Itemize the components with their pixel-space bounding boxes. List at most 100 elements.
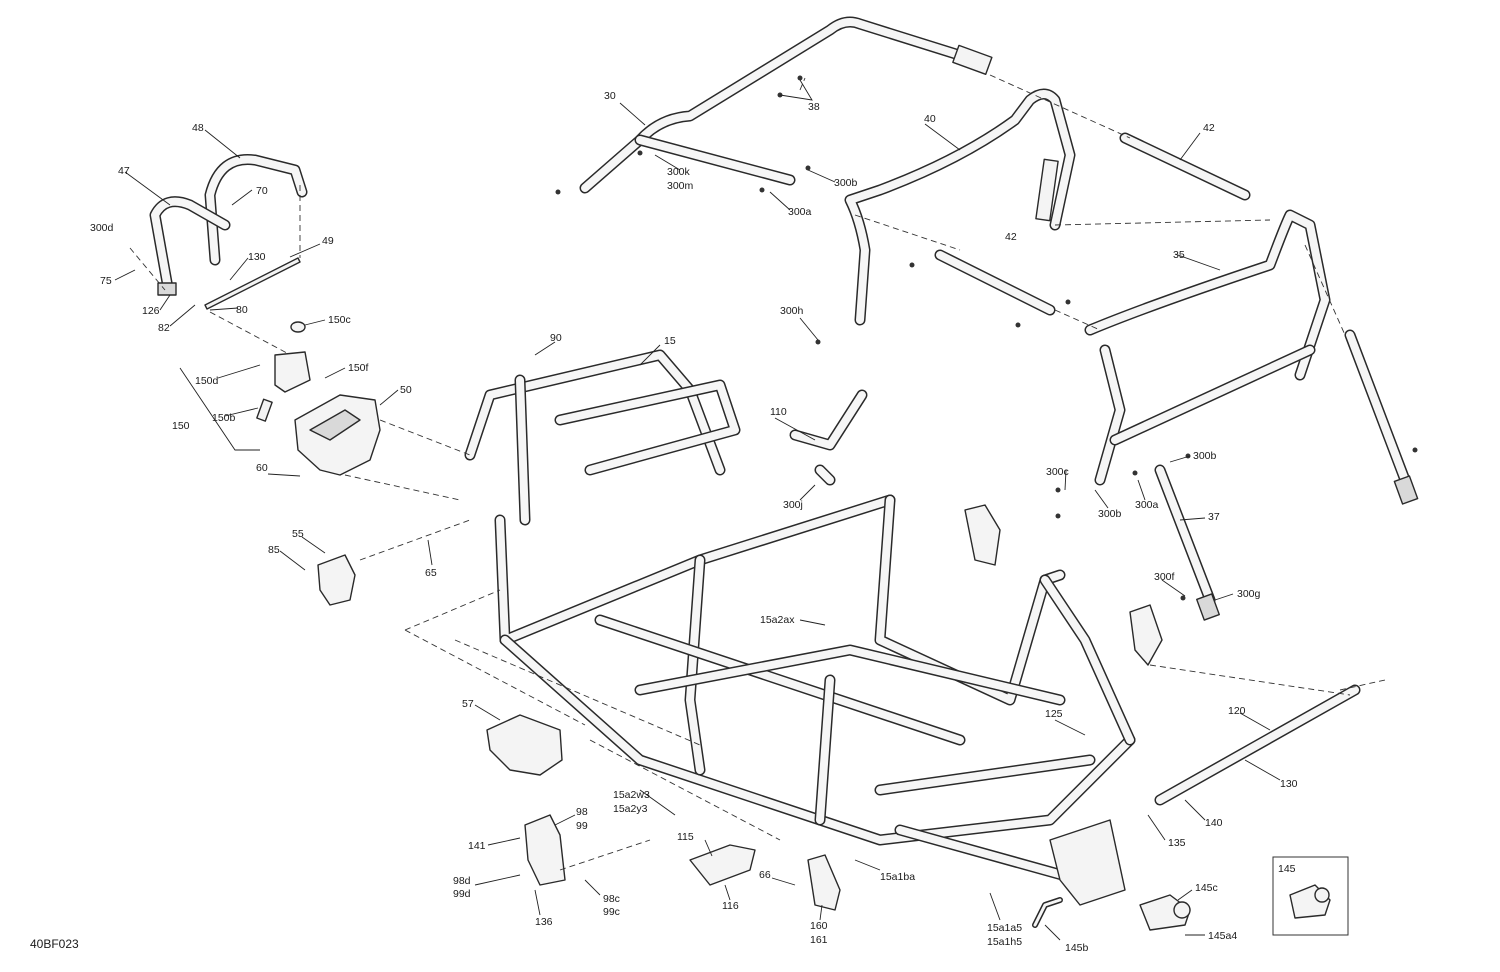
label-300b-r1: 300b (1193, 450, 1217, 462)
bracket-160[interactable] (807, 854, 841, 911)
label-30: 30 (604, 90, 616, 102)
label-99: 99 (576, 820, 588, 832)
label-130-right: 130 (1280, 778, 1298, 790)
bracket-right-mid[interactable] (1129, 604, 1163, 666)
handle-bar-48[interactable] (204, 153, 308, 266)
bracket-49[interactable] (204, 257, 301, 310)
label-150: 150 (172, 420, 190, 432)
label-75: 75 (100, 275, 112, 287)
mount-55[interactable] (317, 554, 356, 606)
label-47: 47 (118, 165, 130, 177)
label-15a1ba: 15a1ba (880, 871, 915, 883)
hitch-145[interactable] (1139, 894, 1191, 931)
label-145a4: 145a4 (1208, 930, 1237, 942)
label-145: 145 (1278, 863, 1296, 875)
label-300a-top: 300a (788, 206, 812, 218)
label-300j: 300j (783, 499, 803, 511)
label-42-upper: 42 (1203, 122, 1215, 134)
label-300k: 300k (667, 166, 691, 178)
label-15a1a5: 15a1a5 (987, 922, 1022, 934)
label-99d: 99d (453, 888, 471, 900)
label-150f: 150f (348, 362, 369, 374)
label-140: 140 (1205, 817, 1223, 829)
label-60: 60 (256, 462, 268, 474)
label-57: 57 (462, 698, 474, 710)
label-99c: 99c (603, 906, 620, 918)
callout-labels: 30 38 40 42 42 35 300k 300m 300b 300a 30… (30, 90, 1298, 954)
drawing-code: 40BF023 (30, 937, 79, 951)
label-37: 37 (1208, 511, 1220, 523)
label-42-lower: 42 (1005, 231, 1017, 243)
handle-bar-47[interactable] (149, 196, 231, 296)
inset-145 (1272, 856, 1349, 936)
label-116: 116 (722, 900, 739, 912)
label-70: 70 (256, 185, 268, 197)
label-50: 50 (400, 384, 412, 396)
label-98: 98 (576, 806, 588, 818)
label-98c: 98c (603, 893, 620, 905)
label-35: 35 (1173, 249, 1185, 261)
label-48: 48 (192, 122, 204, 134)
label-98d: 98d (453, 875, 471, 887)
label-15a2ax: 15a2ax (760, 614, 795, 626)
cap-150c[interactable] (290, 321, 306, 333)
label-300h: 300h (780, 305, 804, 317)
label-160: 160 (810, 920, 828, 932)
label-49: 49 (322, 235, 334, 247)
label-120: 120 (1228, 705, 1246, 717)
bracket-98[interactable] (524, 814, 566, 886)
label-150b: 150b (212, 412, 236, 424)
label-115: 115 (677, 831, 694, 843)
bracket-116[interactable] (689, 844, 756, 886)
label-150c: 150c (328, 314, 351, 326)
label-300a-r: 300a (1135, 499, 1159, 511)
rops-crossbar-42-lower[interactable] (934, 249, 1056, 316)
label-145b: 145b (1065, 942, 1089, 954)
label-300b-r2: 300b (1098, 508, 1122, 520)
label-38: 38 (808, 101, 820, 113)
label-125: 125 (1045, 708, 1063, 720)
label-110: 110 (770, 406, 787, 418)
label-141: 141 (468, 840, 486, 852)
label-15a2w3: 15a2w3 (613, 789, 650, 801)
label-136: 136 (535, 916, 553, 928)
rops-rear-hoop-35[interactable] (1084, 209, 1331, 486)
rops-rear-brace-37[interactable] (1154, 464, 1220, 621)
label-15: 15 (664, 335, 676, 347)
label-80: 80 (236, 304, 248, 316)
leader-lines (114, 79, 1281, 941)
rops-rear-brace-right[interactable] (1344, 329, 1419, 505)
label-65: 65 (425, 567, 437, 579)
label-300g: 300g (1237, 588, 1261, 600)
label-66: 66 (759, 869, 771, 881)
main-frame-15[interactable] (464, 349, 1136, 906)
label-126: 126 (142, 305, 160, 317)
rops-front-hoop-30[interactable] (579, 16, 993, 194)
bolt-145b[interactable] (1032, 897, 1063, 928)
label-300d: 300d (90, 222, 114, 234)
label-40: 40 (924, 113, 936, 125)
label-300m: 300m (667, 180, 694, 192)
label-150d: 150d (195, 375, 219, 387)
rops-middle-hoop-40[interactable] (844, 88, 1076, 326)
brace-110[interactable] (789, 389, 868, 486)
mount-57[interactable] (486, 714, 563, 776)
console-mount-50[interactable] (294, 394, 381, 476)
label-300c: 300c (1046, 466, 1069, 478)
label-161: 161 (810, 934, 828, 946)
fasteners-top (555, 75, 1418, 601)
bracket-right-upper[interactable] (964, 504, 1001, 566)
rail-120[interactable] (1154, 684, 1361, 806)
bracket-150b[interactable] (256, 398, 273, 422)
label-300f: 300f (1154, 571, 1175, 583)
label-15a2y3: 15a2y3 (613, 803, 648, 815)
label-130-left: 130 (248, 251, 266, 263)
label-145c: 145c (1195, 882, 1218, 894)
label-55: 55 (292, 528, 304, 540)
label-82: 82 (158, 322, 170, 334)
label-85: 85 (268, 544, 280, 556)
bracket-150d[interactable] (274, 351, 311, 393)
label-300b-top: 300b (834, 177, 858, 189)
rops-crossbar-42-upper[interactable] (1119, 132, 1251, 201)
